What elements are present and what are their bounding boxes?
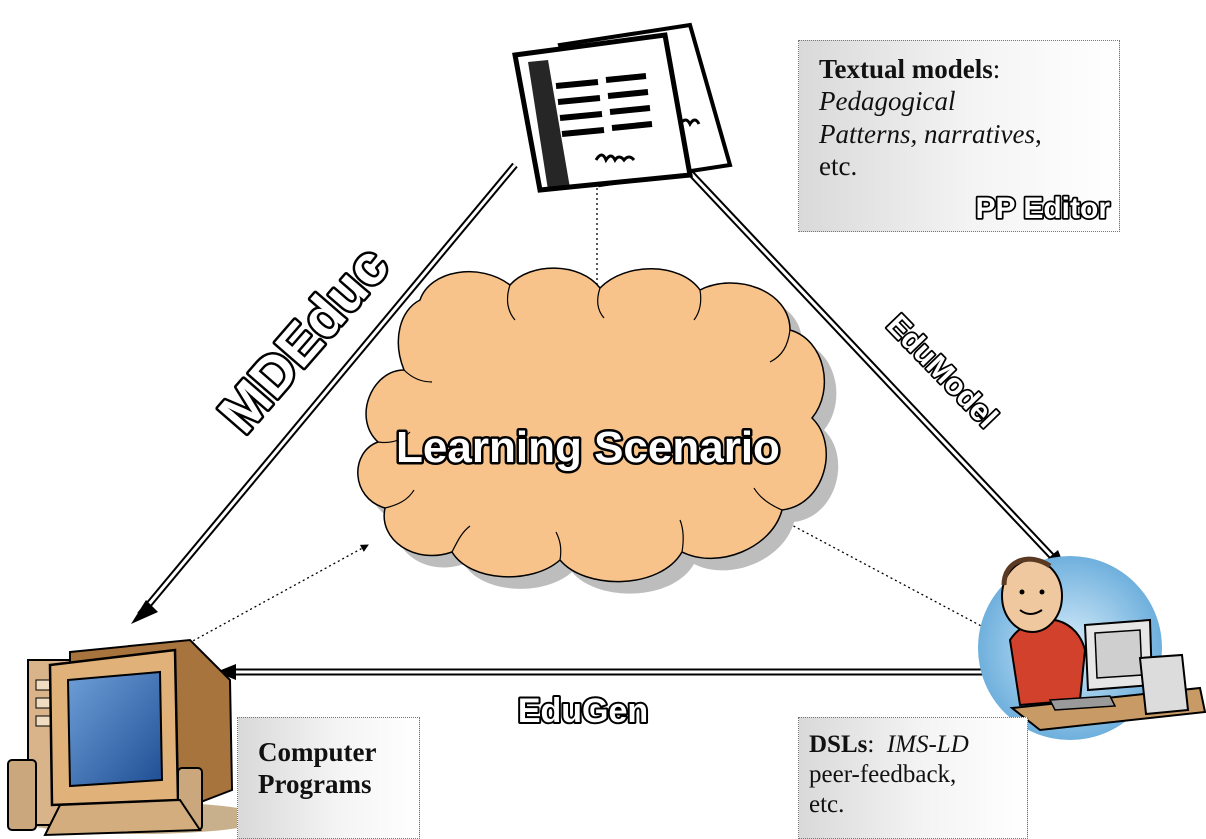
textual-models-title: Textual models [819, 54, 993, 84]
dsls-line3: etc. [809, 791, 845, 818]
computer-icon [7, 638, 265, 837]
dsls-imsld: IMS-LD [886, 731, 969, 758]
dotted-arrow-person-to-cloud [785, 521, 986, 629]
textual-models-line3: etc. [819, 151, 858, 182]
documents-icon [512, 22, 733, 193]
dotted-arrow-computer-to-cloud [179, 544, 369, 649]
edge-label-edugen: EduGen [518, 692, 648, 730]
dsls-note: DSLs: IMS-LD peer-feedback, etc. [798, 717, 1028, 839]
dsls-title: DSLs [809, 731, 868, 758]
textual-models-note: Textual models: Pedagogical Patterns, na… [798, 40, 1120, 232]
edge-bottom-arrow [216, 664, 985, 680]
computer-programs-line2: Programs [258, 769, 372, 800]
edge-left-arrow [131, 162, 518, 624]
computer-programs-line1: Computer [258, 737, 377, 767]
learning-scenario-cloud [357, 267, 839, 594]
edge-label-edumodel: EduModel [880, 308, 1003, 434]
dsls-line2: peer-feedback, [809, 761, 957, 788]
designer-person-icon [978, 556, 1206, 740]
computer-programs-note: Computer Programs [237, 717, 420, 839]
cloud-label: Learning Scenario [396, 423, 780, 472]
textual-models-line2: Patterns, narratives [819, 118, 1035, 149]
textual-models-line1: Pedagogical [819, 86, 956, 117]
